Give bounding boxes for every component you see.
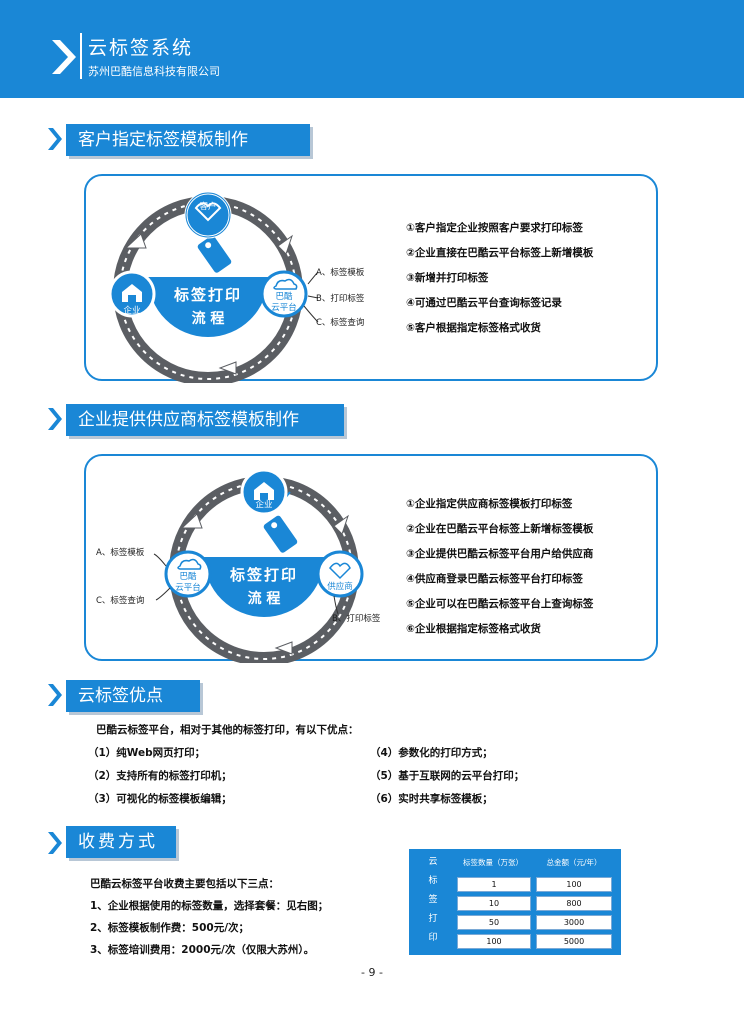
center-halfdisc <box>148 277 268 337</box>
center-subtitle: 流 程 <box>247 591 281 607</box>
arrow-icon <box>333 514 349 535</box>
feature-label: B、打印标签 <box>332 614 381 624</box>
node-enterprise-label: 企业 <box>255 500 273 510</box>
step-item: ⑥企业根据指定标签格式收货 <box>406 623 541 635</box>
flow-diagram <box>108 191 319 383</box>
section-title-supplier-template: 企业提供供应商标签模板制作 <box>66 404 344 436</box>
arrow-icon <box>218 361 237 375</box>
advantage-item: （5）基于互联网的云平台打印； <box>370 770 525 782</box>
advantage-item: （4）参数化的打印方式； <box>370 747 493 759</box>
feature-label: A、标签模板 <box>96 548 145 558</box>
advantage-item: （1）纯Web网页打印； <box>88 747 206 759</box>
header-title: 云标签系统 <box>88 37 194 59</box>
table-cell: 1 <box>457 877 531 892</box>
page-header: 云标签系统 苏州巴酷信息科技有限公司 <box>0 0 744 98</box>
table-cell: 3000 <box>536 915 612 930</box>
handshake-icon <box>194 202 222 222</box>
node-cloud-label: 巴酷 云平台 <box>271 292 297 313</box>
section-title-pricing: 收费方式 <box>66 826 176 858</box>
center-title: 标签打印 <box>229 566 298 584</box>
connector-line <box>307 271 319 285</box>
chevron-right-icon <box>48 128 62 150</box>
center-subtitle: 流 程 <box>191 311 225 327</box>
header-divider <box>80 33 82 79</box>
section-title-advantages: 云标签优点 <box>66 680 200 712</box>
table-cell: 10 <box>457 896 531 911</box>
node-supplier <box>316 550 364 598</box>
panel-customer-flow: 客户 企业 巴酷 云平台 标签打印 流 程 A、标签模板 B、打印标签 C、标签… <box>84 174 658 383</box>
steps-list: ①客户指定企业按照客户要求打印标签 ②企业直接在巴酷云平台标签上新增模板 ③新增… <box>406 218 593 343</box>
header-subtitle: 苏州巴酷信息科技有限公司 <box>88 65 220 78</box>
node-cloud-platform <box>164 550 212 598</box>
connector-line <box>307 295 319 299</box>
table-cell: 100 <box>536 877 612 892</box>
step-item: ⑤企业可以在巴酷云标签平台上查询标签 <box>406 598 594 610</box>
steps-list: ①企业指定供应商标签模板打印标签 ②企业在巴酷云平台标签上新增标签模板 ③企业提… <box>406 494 593 644</box>
arrow-icon <box>124 233 147 249</box>
tag-icon <box>263 515 298 553</box>
node-enterprise-label: 企业 <box>123 306 141 316</box>
table-cell: 50 <box>457 915 531 930</box>
arrow-icon <box>274 641 293 655</box>
feature-label: C、标签查询 <box>316 318 365 328</box>
step-item: ③企业提供巴酷云标签平台用户给供应商 <box>406 548 594 560</box>
feature-label: A、标签模板 <box>316 268 365 278</box>
feature-label: C、标签查询 <box>96 596 145 606</box>
step-item: ①企业指定供应商标签模板打印标签 <box>406 498 573 510</box>
step-item: ③新增并打印标签 <box>406 272 489 284</box>
center-title: 标签打印 <box>173 286 242 304</box>
chevron-right-icon <box>48 408 62 430</box>
table-cell: 100 <box>457 934 531 949</box>
arrow-icon <box>277 234 293 255</box>
step-item: ④供应商登录巴酷云标签平台打印标签 <box>406 573 583 585</box>
chevron-right-icon <box>52 40 76 74</box>
page-number: - 9 - <box>361 966 383 979</box>
flow-diagram <box>153 468 364 663</box>
section-title-customer-template: 客户指定标签模板制作 <box>66 124 310 156</box>
step-item: ⑤客户根据指定标签格式收货 <box>406 322 541 334</box>
chevron-right-icon <box>48 684 62 706</box>
panel-supplier-flow: 企业 巴酷 云平台 供应商 标签打印 流 程 A、标签模板 C、标签查询 B、打… <box>84 454 658 663</box>
advantage-item: （3）可视化的标签模板编辑； <box>88 793 232 805</box>
node-cloud-platform <box>260 270 308 318</box>
table-header: 标签数量（万张） <box>463 858 523 867</box>
handshake-icon <box>329 562 351 580</box>
factory-icon <box>254 482 274 500</box>
node-supplier-label: 供应商 <box>327 582 353 592</box>
pricing-table: 云 标 签 打 印 标签数量（万张） 总金额（元/年） 1 100 10 800… <box>409 849 621 955</box>
table-cell: 800 <box>536 896 612 911</box>
connector-line <box>153 553 167 567</box>
tag-icon <box>197 235 232 273</box>
chevron-right-icon <box>48 832 62 854</box>
table-cell: 5000 <box>536 934 612 949</box>
node-customer-label: 客户 <box>199 202 217 212</box>
pricing-item: 2、标签模板制作费：500元/次； <box>90 922 250 934</box>
factory-icon <box>122 284 142 302</box>
center-halfdisc <box>204 557 324 617</box>
advantage-item: （2）支持所有的标签打印机； <box>88 770 232 782</box>
table-side-label: 云 标 签 打 印 <box>428 857 438 943</box>
step-item: ②企业在巴酷云平台标签上新增标签模板 <box>406 523 594 535</box>
advantages-intro: 巴酷云标签平台，相对于其他的标签打印，有以下优点： <box>96 724 359 736</box>
step-item: ①客户指定企业按照客户要求打印标签 <box>406 222 583 234</box>
cloud-icon <box>177 558 202 570</box>
table-header: 总金额（元/年） <box>546 858 602 867</box>
pricing-item: 3、标签培训费用：2000元/次（仅限大苏州）。 <box>90 944 315 956</box>
advantage-item: （6）实时共享标签模板； <box>370 793 493 805</box>
cloud-icon <box>273 278 298 290</box>
pricing-item: 1、企业根据使用的标签数量，选择套餐：见右图； <box>90 900 329 912</box>
step-item: ④可通过巴酷云平台查询标签记录 <box>406 297 562 309</box>
connector-line <box>155 587 171 601</box>
pricing-intro: 巴酷云标签平台收费主要包括以下三点： <box>90 878 279 890</box>
connector-line <box>303 305 319 323</box>
node-cloud-label: 巴酷 云平台 <box>175 572 201 593</box>
step-item: ②企业直接在巴酷云平台标签上新增模板 <box>406 247 594 259</box>
feature-label: B、打印标签 <box>316 294 365 304</box>
connector-line <box>333 595 339 615</box>
arrow-icon <box>180 513 203 529</box>
